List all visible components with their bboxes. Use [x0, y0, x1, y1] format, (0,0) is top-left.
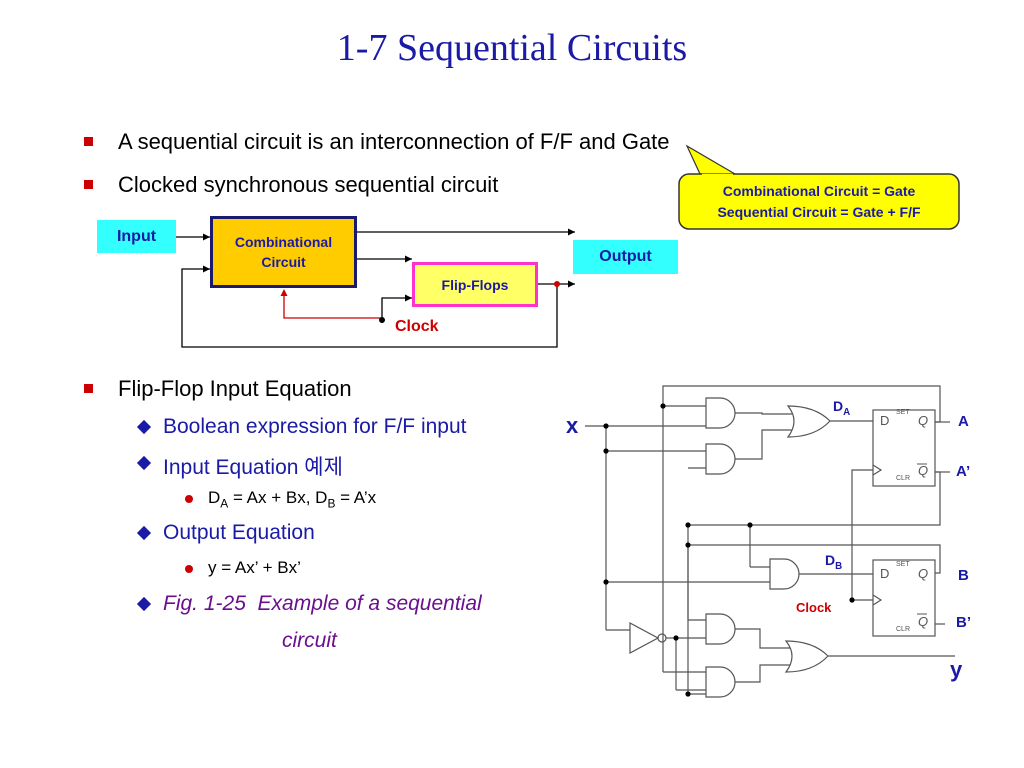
equation-da-db: DA = Ax + Bx, DB = A’x — [208, 488, 377, 511]
ff-b-qbar-pin: Q — [918, 614, 929, 629]
bullet-flipflop-input-equation: Flip-Flop Input Equation — [118, 376, 352, 401]
sub-bullet-input-equation: Input Equation 예제 — [163, 456, 343, 479]
ff-a-clr-pin: CLR — [896, 475, 911, 482]
ff-a-qbar-pin: Q — [918, 463, 929, 478]
figure-caption-continuation: circuit — [282, 629, 337, 652]
bullet-square-icon — [84, 180, 93, 189]
output-box: Output — [573, 240, 678, 274]
ff-a-d-pin: D — [880, 413, 890, 428]
bullet-square-icon — [84, 137, 93, 146]
ff-a-set-pin: SET — [896, 409, 910, 416]
logic-clock-label: Clock — [796, 600, 832, 615]
callout-line-1: Combinational Circuit = Gate — [722, 183, 916, 199]
bullet-dot-icon — [185, 495, 193, 503]
sub-bullet-output-equation: Output Equation — [163, 521, 315, 544]
ff-b-d-pin: D — [880, 566, 890, 581]
page-title: 1-7 Sequential Circuits — [336, 27, 688, 69]
sub-bullet-boolean-expression: Boolean expression for F/F input — [163, 415, 467, 438]
output-b-prime-label: B’ — [956, 614, 971, 631]
ff-b-set-pin: SET — [896, 561, 910, 568]
bullet-dot-icon — [185, 565, 193, 573]
block-clock-label: Clock — [395, 318, 439, 335]
output-b-label: B — [958, 567, 969, 584]
input-x-label: x — [566, 413, 579, 438]
output-y-label: y — [950, 657, 963, 682]
equation-y: y = Ax’ + Bx’ — [208, 558, 301, 577]
figure-reference: Fig. 1-25 Example of a sequential — [163, 592, 482, 615]
bullet-sequential-definition: A sequential circuit is an interconnecti… — [118, 129, 670, 154]
da-label: DA — [833, 398, 851, 418]
flip-flops-box: Flip-Flops — [412, 262, 538, 307]
ff-b-q-pin: Q — [918, 566, 929, 581]
output-a-prime-label: A’ — [956, 463, 971, 480]
db-label: DB — [825, 552, 843, 572]
ff-a-q-pin: Q — [918, 413, 929, 428]
bullet-square-icon — [84, 384, 93, 393]
input-box: Input — [97, 220, 176, 253]
ff-b-clr-pin: CLR — [896, 626, 911, 633]
bullet-clocked-synchronous: Clocked synchronous sequential circuit — [118, 172, 499, 197]
output-a-label: A — [958, 413, 969, 430]
callout-line-2: Sequential Circuit = Gate + F/F — [717, 204, 921, 220]
